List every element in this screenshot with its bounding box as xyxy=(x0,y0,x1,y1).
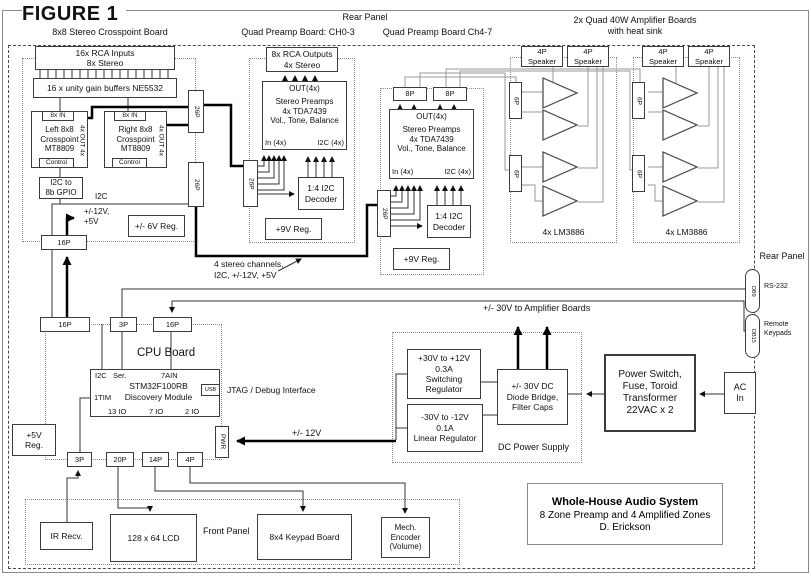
unity-buffers-box: 16 x unity gain buffers NE5532 xyxy=(33,78,177,98)
rear-panel-right-label: Rear Panel xyxy=(759,251,805,261)
amp1-chip-label: 4x LM3886 xyxy=(542,227,585,237)
board-dc-supply xyxy=(392,332,582,463)
preamp03-in-label: In (4x) xyxy=(265,137,287,147)
connector-26p-4: 26P xyxy=(377,190,391,237)
connector-6p-4: 6P xyxy=(632,155,645,192)
mcu-pin-13io: 13 IO xyxy=(108,407,127,416)
right-control-label: Control xyxy=(112,158,147,168)
dc-supply-label: DC Power Supply xyxy=(498,442,570,452)
amp2-chip-label: 4x LM3886 xyxy=(665,227,708,237)
rs232-label: RS-232 xyxy=(764,283,788,290)
i2c-net-label: I2C xyxy=(95,192,108,201)
mcu-pin-ser: Ser. xyxy=(113,371,127,380)
connector-3p-cpu-top: 3P xyxy=(110,317,137,332)
preamp47-title: Quad Preamp Board Ch4-7 xyxy=(382,27,493,37)
front-panel-label: Front Panel xyxy=(203,526,250,536)
lcd-box: 128 x 64 LCD xyxy=(110,514,197,562)
encoder-box: Mech. Encoder (Volume) xyxy=(381,517,430,558)
connector-6p-3: 6P xyxy=(632,82,645,119)
reg-6v-box: +/- 6V Reg. xyxy=(128,215,185,237)
gpio-box: I2C to 8b GPIO xyxy=(39,177,83,199)
diode-bridge-box: +/- 30V DC Diode Bridge, Filter Caps xyxy=(497,369,568,425)
preamp47-decoder-box: 1:4 I2C Decoder xyxy=(427,205,471,238)
rear-panel-top-label: Rear Panel xyxy=(342,12,388,22)
rca-outputs-box: 8x RCA Outputs 4x Stereo xyxy=(266,47,338,72)
mcu-pin-2io: 2 IO xyxy=(185,407,200,416)
preamp47-i2c-label: I2C (4x) xyxy=(444,166,471,176)
preamp03-title: Quad Preamp Board: CH0-3 xyxy=(241,27,355,37)
connector-26p-1: 26P xyxy=(188,90,204,133)
speaker-box-1: 4P Speaker xyxy=(521,46,563,67)
mcu-name: STM32F100RB Discovery Module xyxy=(124,381,193,402)
title-block: Whole-House Audio System 8 Zone Preamp a… xyxy=(527,483,723,545)
preamp47-reg9-box: +9V Reg. xyxy=(393,248,450,270)
ir-receiver-box: IR Recv. xyxy=(40,522,93,550)
preamp47-in-label: In (4x) xyxy=(392,166,414,176)
preamp47-core-text: Stereo Preamps 4x TDA7439 Vol., Tone, Ba… xyxy=(397,124,466,154)
board-amp-2 xyxy=(633,57,740,243)
connector-db9: DB9 xyxy=(745,269,760,313)
cpu-board-label: CPU Board xyxy=(137,347,196,359)
preamp03-reg9-box: +9V Reg. xyxy=(265,218,322,240)
remote-keypads-label: Remote Keypads xyxy=(764,321,792,337)
amps-title: 2x Quad 40W Amplifier Boards with heat s… xyxy=(573,15,697,37)
preamp03-core-box: OUT(4x) Stereo Preamps 4x TDA7439 Vol., … xyxy=(262,81,347,150)
rca-inputs-box: 16x RCA Inputs 8x Stereo xyxy=(35,46,175,70)
usb-port: USB xyxy=(201,384,220,396)
connector-db15: DB15 xyxy=(745,314,760,358)
to-amps-label: +/- 30V to Amplifier Boards xyxy=(483,303,591,313)
connector-6p-2: 6P xyxy=(509,155,522,192)
connector-6p-1: 6P xyxy=(509,82,522,119)
left-4xout-label: 4x OUT 4x xyxy=(78,124,86,156)
right-8xin-label: 8x IN xyxy=(114,111,146,121)
bus-note: 4 stereo channels, I2C, +/-12V, +5V xyxy=(214,259,284,280)
outer-border xyxy=(2,10,809,573)
preamp03-out-label: OUT(4x) xyxy=(289,84,320,93)
speaker-box-4: 4P Speaker xyxy=(688,46,730,67)
connector-16p-cpu-top: 16P xyxy=(153,317,192,332)
keypad-box: 8x4 Keypad Board xyxy=(257,514,352,560)
right-4xout-label: 4x OUT 4x xyxy=(157,124,165,156)
speaker-box-2: 4P Speaker xyxy=(567,46,609,67)
connector-8p-1: 8P xyxy=(393,87,427,101)
title-block-line2: 8 Zone Preamp and 4 Amplified Zones xyxy=(539,509,711,521)
mcu-box: I2C Ser. 7AIN STM32F100RB Discovery Modu… xyxy=(90,369,220,417)
power-note-label: +/-12V, +5V xyxy=(84,207,110,226)
preamp03-core-text: Stereo Preamps 4x TDA7439 Vol., Tone, Ba… xyxy=(270,96,339,126)
connector-20p: 20P xyxy=(106,452,134,467)
mcu-pin-7ain: 7AIN xyxy=(161,371,178,380)
title-block-line1: Whole-House Audio System xyxy=(551,495,699,508)
connector-4p: 4P xyxy=(177,452,203,467)
switching-reg-box: +30V to +12V 0.3A Switching Regulator xyxy=(407,349,481,399)
linear-reg-box: -30V to -12V 0.1A Linear Regulator xyxy=(407,404,483,452)
connector-26p-3: 26P xyxy=(243,160,258,207)
transformer-box: Power Switch, Fuse, Toroid Transformer 2… xyxy=(604,354,696,432)
preamp47-core-box: OUT(4x) Stereo Preamps 4x TDA7439 Vol., … xyxy=(389,109,474,179)
connector-16p-cpu-left: 16P xyxy=(40,317,90,332)
connector-3p-bottom: 3P xyxy=(67,452,92,467)
mcu-pin-7io: 7 IO xyxy=(149,407,164,416)
title-block-line3: D. Erickson xyxy=(599,521,651,533)
mcu-pin-1tim: 1TIM xyxy=(94,393,112,402)
connector-16p-crosspoint: 16P xyxy=(41,235,87,250)
connector-8p-2: 8P xyxy=(433,87,467,101)
reg-5v-box: +5V Reg. xyxy=(12,424,56,456)
v12-label: +/- 12V xyxy=(292,428,322,438)
left-8xin-label: 8x IN xyxy=(42,111,74,121)
mcu-pin-i2c: I2C xyxy=(95,371,107,380)
jtag-label: JTAG / Debug Interface xyxy=(227,385,316,395)
preamp03-decoder-box: 1:4 I2C Decoder xyxy=(298,177,344,210)
connector-14p: 14P xyxy=(142,452,169,467)
figure-title: FIGURE 1 xyxy=(22,2,127,29)
connector-26p-2: 26P xyxy=(188,162,204,207)
board-amp-1 xyxy=(510,57,617,243)
left-control-label: Control xyxy=(39,158,74,168)
crosspoint-title: 8x8 Stereo Crosspoint Board xyxy=(52,27,168,37)
ac-in-box: AC In xyxy=(724,372,756,414)
preamp03-i2c-label: I2C (4x) xyxy=(317,137,344,147)
speaker-box-3: 4P Speaker xyxy=(642,46,684,67)
preamp47-out-label: OUT(4x) xyxy=(416,112,447,121)
connector-pwr: PWR xyxy=(215,426,229,458)
